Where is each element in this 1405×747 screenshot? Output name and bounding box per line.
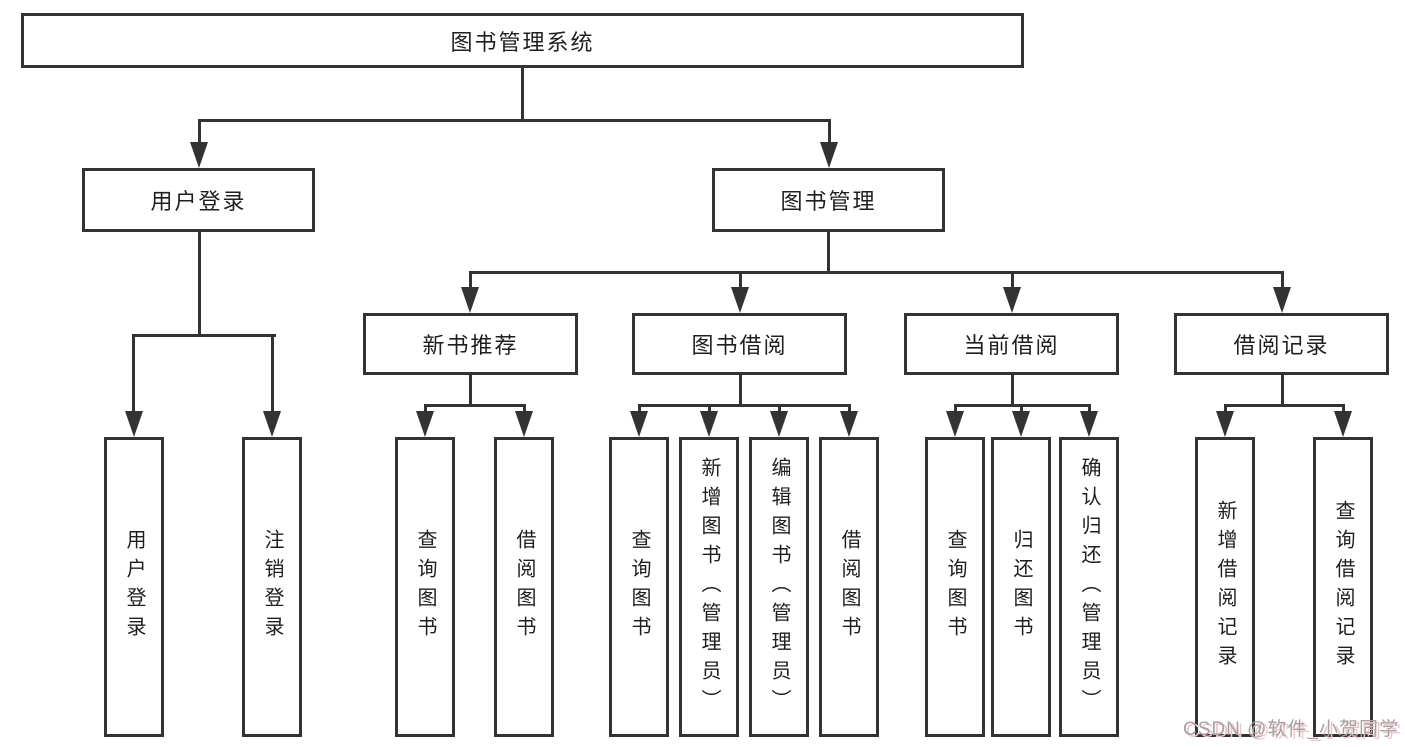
leaf-edit-books-admin: 编辑图书（管理员） bbox=[749, 437, 809, 737]
leaf-label: 编辑图书（管理员） bbox=[768, 456, 790, 718]
leaf-label: 注销登录 bbox=[261, 529, 283, 645]
node-root: 图书管理系统 bbox=[21, 13, 1024, 68]
connector-line bbox=[1281, 375, 1284, 407]
arrow-down-icon bbox=[515, 411, 533, 437]
node-label: 图书管理 bbox=[780, 189, 877, 214]
arrow-down-icon bbox=[946, 411, 964, 437]
connector-line bbox=[828, 119, 831, 149]
connector-line bbox=[1020, 404, 1023, 414]
arrow-down-icon bbox=[770, 411, 788, 437]
arrow-down-icon bbox=[700, 411, 718, 437]
leaf-label: 新增借阅记录 bbox=[1214, 500, 1236, 674]
connector-line bbox=[954, 404, 957, 414]
node-book-management: 图书管理 bbox=[712, 168, 945, 232]
leaf-logout: 注销登录 bbox=[242, 437, 302, 737]
leaf-query-books-borrowing: 查询图书 bbox=[609, 437, 669, 737]
leaf-add-books-admin: 新增图书（管理员） bbox=[679, 437, 739, 737]
connector-line bbox=[198, 119, 831, 122]
connector-line bbox=[1342, 404, 1345, 414]
connector-line bbox=[469, 271, 1283, 274]
arrow-down-icon bbox=[125, 411, 143, 437]
arrow-down-icon bbox=[820, 142, 838, 168]
leaf-borrow-books-borrowing: 借阅图书 bbox=[819, 437, 879, 737]
node-borrowing-records: 借阅记录 bbox=[1174, 313, 1389, 375]
connector-line bbox=[469, 271, 472, 289]
connector-line bbox=[778, 404, 781, 414]
connector-line bbox=[132, 334, 135, 411]
arrow-down-icon bbox=[1334, 411, 1352, 437]
leaf-label: 查询借阅记录 bbox=[1332, 500, 1354, 674]
arrow-down-icon bbox=[461, 287, 479, 313]
leaf-label: 查询图书 bbox=[414, 529, 436, 645]
leaf-label: 确认归还（管理员） bbox=[1078, 456, 1100, 718]
arrow-down-icon bbox=[1080, 411, 1098, 437]
arrow-down-icon bbox=[1012, 411, 1030, 437]
node-label: 图书管理系统 bbox=[450, 29, 595, 55]
connector-line bbox=[424, 404, 526, 407]
connector-line bbox=[739, 271, 742, 289]
leaf-query-books-current: 查询图书 bbox=[925, 437, 985, 737]
leaf-user-login: 用户登录 bbox=[104, 437, 164, 737]
connector-line bbox=[848, 404, 851, 414]
connector-line bbox=[1281, 271, 1284, 289]
arrow-down-icon bbox=[1003, 287, 1021, 313]
connector-line bbox=[638, 404, 641, 414]
connector-line bbox=[198, 232, 201, 337]
leaf-label: 用户登录 bbox=[123, 529, 145, 645]
arrow-down-icon bbox=[1216, 411, 1234, 437]
connector-line bbox=[1088, 404, 1091, 414]
node-label: 新书推荐 bbox=[422, 333, 519, 358]
connector-line bbox=[469, 375, 472, 407]
node-user-login: 用户登录 bbox=[82, 168, 315, 232]
connector-line bbox=[132, 334, 276, 337]
leaf-label: 新增图书（管理员） bbox=[698, 456, 720, 718]
connector-line bbox=[739, 375, 742, 407]
connector-line bbox=[198, 119, 201, 149]
node-label: 图书借阅 bbox=[691, 333, 788, 358]
leaf-query-borrow-record: 查询借阅记录 bbox=[1313, 437, 1373, 737]
connector-line bbox=[1224, 404, 1345, 407]
connector-line bbox=[708, 404, 711, 414]
connector-line bbox=[1224, 404, 1227, 414]
arrow-down-icon bbox=[190, 142, 208, 168]
arrow-down-icon bbox=[630, 411, 648, 437]
arrow-down-icon bbox=[416, 411, 434, 437]
leaf-borrow-books-recommend: 借阅图书 bbox=[494, 437, 554, 737]
arrow-down-icon bbox=[263, 411, 281, 437]
leaf-label: 归还图书 bbox=[1010, 529, 1032, 645]
node-new-book-recommendation: 新书推荐 bbox=[363, 313, 578, 375]
node-label: 当前借阅 bbox=[963, 333, 1060, 358]
connector-line bbox=[1011, 271, 1014, 289]
arrow-down-icon bbox=[1273, 287, 1291, 313]
leaf-confirm-return-admin: 确认归还（管理员） bbox=[1059, 437, 1119, 737]
node-label: 借阅记录 bbox=[1233, 333, 1330, 358]
connector-line bbox=[521, 68, 524, 122]
node-book-borrowing: 图书借阅 bbox=[632, 313, 847, 375]
connector-line bbox=[271, 334, 274, 411]
connector-line bbox=[523, 404, 526, 414]
leaf-label: 查询图书 bbox=[628, 529, 650, 645]
node-label: 用户登录 bbox=[150, 189, 247, 214]
connector-line bbox=[638, 404, 851, 407]
arrow-down-icon bbox=[840, 411, 858, 437]
leaf-return-books: 归还图书 bbox=[991, 437, 1051, 737]
leaf-label: 查询图书 bbox=[944, 529, 966, 645]
connector-line bbox=[424, 404, 427, 414]
watermark: CSDN @软件_小贺同学 bbox=[1183, 719, 1399, 740]
leaf-label: 借阅图书 bbox=[513, 529, 535, 645]
leaf-query-books-recommend: 查询图书 bbox=[395, 437, 455, 737]
leaf-add-borrow-record: 新增借阅记录 bbox=[1195, 437, 1255, 737]
connector-line bbox=[827, 232, 830, 274]
connector-line bbox=[1011, 375, 1014, 407]
node-current-borrowing: 当前借阅 bbox=[904, 313, 1119, 375]
arrow-down-icon bbox=[731, 287, 749, 313]
leaf-label: 借阅图书 bbox=[838, 529, 860, 645]
